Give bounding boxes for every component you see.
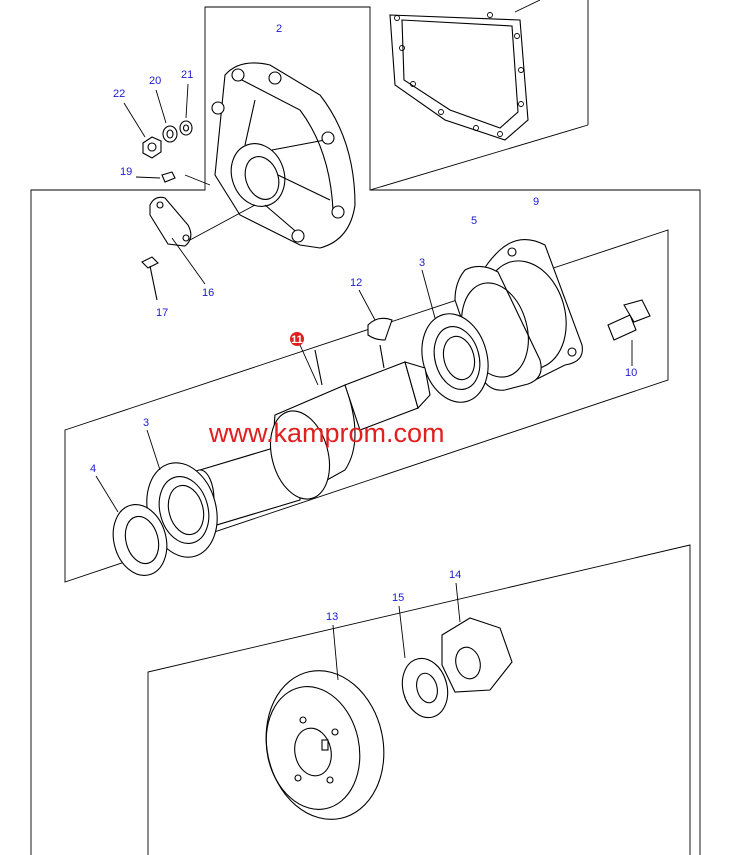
part-label-3-left: 3 <box>143 417 149 429</box>
part-label-22: 22 <box>113 88 125 100</box>
part-label-5: 5 <box>471 215 477 227</box>
part-label-9: 9 <box>533 196 539 208</box>
washer-15 <box>398 605 449 719</box>
part-label-19: 19 <box>120 166 132 178</box>
plate-16 <box>141 196 206 301</box>
cover-housing <box>189 62 356 249</box>
bearing-3-right <box>421 269 489 403</box>
part-label-12: 12 <box>350 277 362 289</box>
part-label-14: 14 <box>449 569 461 581</box>
fasteners-small <box>123 83 211 186</box>
part-label-17: 17 <box>156 307 168 319</box>
seal-4 <box>95 475 168 576</box>
part-label-20: 20 <box>149 75 161 87</box>
part-label-10: 10 <box>625 367 637 379</box>
nut-14 <box>441 582 513 693</box>
main-part-marker: 11 <box>290 332 319 386</box>
part-label-2: 2 <box>276 23 282 35</box>
bolt-10 <box>607 299 651 366</box>
gasket-top <box>389 12 529 141</box>
part-label-13: 13 <box>326 611 338 623</box>
part-label-3-right: 3 <box>419 257 425 269</box>
part-labels: 2 22 20 21 19 16 17 5 9 3 12 10 3 4 14 1… <box>90 23 637 623</box>
key-12 <box>358 289 393 341</box>
part-label-4: 4 <box>90 463 96 475</box>
gear-13 <box>265 624 385 820</box>
watermark-text: www.kamprom.com <box>208 418 445 448</box>
part-label-16: 16 <box>202 287 214 299</box>
part-label-21: 21 <box>181 69 193 81</box>
main-part-label: 11 <box>291 334 303 346</box>
part-label-15: 15 <box>392 592 404 604</box>
